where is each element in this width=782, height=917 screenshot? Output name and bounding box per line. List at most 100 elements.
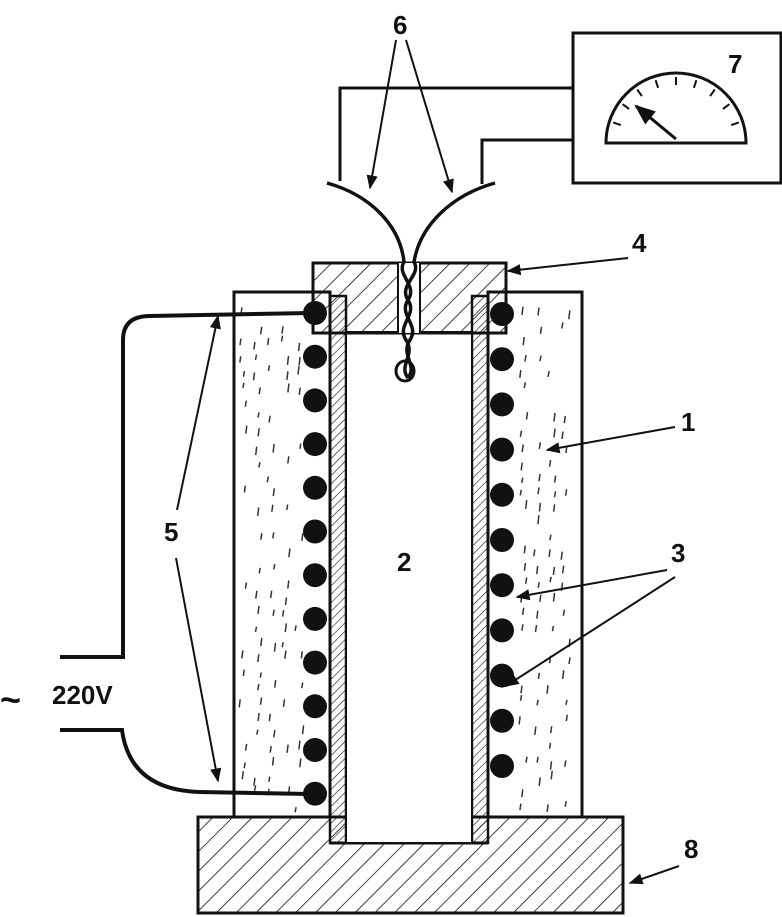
label-7: 7 bbox=[728, 49, 742, 79]
insulation-stipple bbox=[548, 459, 552, 467]
insulation-stipple bbox=[267, 365, 271, 372]
insulation-stipple bbox=[239, 338, 242, 346]
insulation-stipple bbox=[258, 387, 261, 395]
coil-turn-left bbox=[303, 388, 327, 413]
insulation-stipple bbox=[564, 760, 567, 767]
insulation-stipple bbox=[539, 594, 542, 602]
insulation-stipple bbox=[521, 477, 524, 483]
coil-turn-left bbox=[303, 606, 327, 631]
insulation-stipple bbox=[521, 789, 524, 798]
arrow-3-upper bbox=[515, 569, 668, 601]
insulation-stipple bbox=[298, 357, 301, 366]
label-8: 8 bbox=[684, 834, 698, 864]
insulation-stipple bbox=[254, 446, 258, 456]
insulation-stipple bbox=[546, 685, 549, 694]
insulation-stipple bbox=[521, 624, 524, 631]
insulation-stipple bbox=[549, 726, 553, 734]
insulation-stipple bbox=[259, 697, 263, 705]
insulation-stipple bbox=[519, 430, 523, 438]
insulation-stipple bbox=[568, 310, 571, 320]
coil-turn-right bbox=[490, 302, 514, 326]
arrow-6-left bbox=[366, 39, 397, 190]
insulation-stipple bbox=[300, 682, 304, 689]
insulation-stipple bbox=[241, 771, 245, 780]
insulation-stipple bbox=[525, 756, 528, 763]
tube-wall-left bbox=[328, 294, 348, 845]
label-6: 6 bbox=[393, 10, 407, 40]
thermocouple bbox=[326, 181, 496, 383]
coil-turn-right bbox=[490, 347, 514, 372]
insulation-stipple bbox=[260, 637, 263, 647]
insulation-stipple bbox=[551, 625, 555, 632]
insulation-stipple bbox=[257, 605, 260, 614]
arrow-5-lower bbox=[175, 557, 222, 783]
insulation-stipple bbox=[271, 504, 274, 512]
insulation-stipple bbox=[538, 442, 542, 450]
insulation-stipple bbox=[561, 322, 564, 329]
insulation-stipple bbox=[553, 491, 557, 498]
insulation-stipple bbox=[266, 476, 270, 483]
insulation-stipple bbox=[243, 485, 247, 493]
insulation-stipple bbox=[254, 626, 258, 632]
coil-turn-left bbox=[303, 563, 327, 588]
insulation-stipple bbox=[301, 725, 305, 735]
meter-tick bbox=[730, 121, 740, 127]
insulation-stipple bbox=[285, 504, 289, 511]
insulation-stipple bbox=[534, 624, 538, 633]
chamber bbox=[345, 331, 473, 844]
insulation-stipple bbox=[539, 326, 543, 334]
insulation-stipple bbox=[281, 642, 284, 648]
insulation-stipple bbox=[281, 610, 285, 617]
insulation-stipple bbox=[548, 549, 551, 557]
insulation-stipple bbox=[519, 803, 522, 811]
meter-tick bbox=[709, 89, 716, 97]
insulation-stipple bbox=[241, 650, 244, 659]
insulation-stipple bbox=[553, 475, 557, 483]
coil-turn-left bbox=[303, 519, 327, 544]
coil-turn-left bbox=[303, 301, 327, 325]
meter-lead-right bbox=[480, 138, 573, 184]
insulation-stipple bbox=[282, 699, 286, 707]
coil-turn-left bbox=[303, 694, 327, 719]
label-3: 3 bbox=[671, 538, 685, 568]
insulation-stipple bbox=[286, 371, 289, 380]
insulation-stipple bbox=[257, 412, 260, 418]
insulation-stipple bbox=[299, 443, 302, 449]
insulation-stipple bbox=[537, 581, 540, 588]
insulation-stipple bbox=[284, 597, 288, 606]
supply-tilde: ~ bbox=[0, 679, 21, 720]
insulation-stipple bbox=[260, 533, 263, 540]
insulation-stipple bbox=[272, 609, 275, 616]
insulation-stipple bbox=[300, 651, 304, 659]
insulation-stipple bbox=[553, 428, 556, 438]
insulation-stipple bbox=[243, 762, 246, 769]
meter-tick bbox=[654, 79, 660, 89]
insulation-stipple bbox=[297, 365, 300, 375]
insulation-stipple bbox=[520, 462, 523, 471]
insulation-stipple bbox=[538, 473, 541, 482]
power-lead-top bbox=[60, 311, 311, 659]
insulation-stipple bbox=[252, 372, 256, 381]
coil-turn-right bbox=[490, 618, 514, 643]
insulation-stipple bbox=[242, 370, 246, 377]
meter-tick bbox=[612, 121, 622, 127]
insulation-stipple bbox=[549, 534, 552, 541]
insulation-stipple bbox=[268, 713, 272, 722]
arrow-3-lower bbox=[504, 576, 676, 687]
insulation-stipple bbox=[537, 307, 540, 316]
insulation-stipple bbox=[521, 607, 525, 616]
coil-turn-right bbox=[490, 392, 514, 417]
coil-turn-left bbox=[303, 650, 327, 675]
meter-tick bbox=[722, 103, 730, 110]
coil-turn-right bbox=[490, 528, 514, 552]
insulation-stipple bbox=[524, 577, 528, 584]
insulation-stipple bbox=[561, 670, 565, 680]
insulation-stipple bbox=[298, 387, 301, 396]
coil-turn-left bbox=[303, 344, 327, 369]
insulation-stipple bbox=[242, 382, 245, 389]
meter-needle bbox=[634, 104, 677, 141]
insulation-stipple bbox=[564, 800, 567, 807]
arrow-4 bbox=[506, 257, 629, 276]
insulation-stipple bbox=[238, 699, 241, 708]
